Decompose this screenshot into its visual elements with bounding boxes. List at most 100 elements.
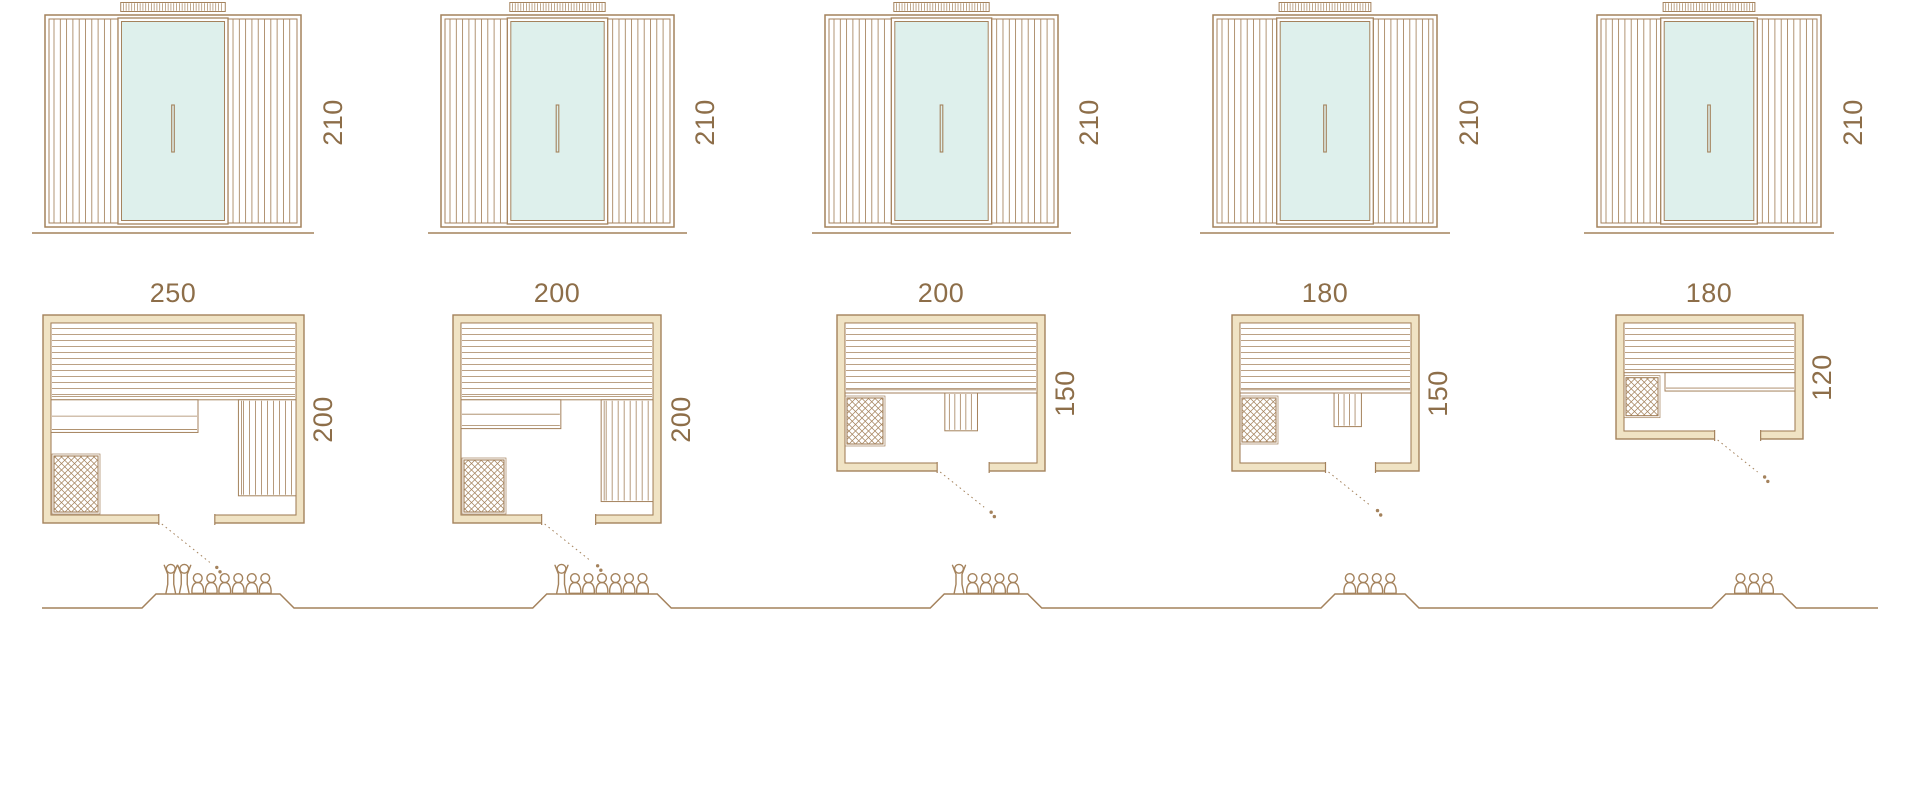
elevation-row: 210 xyxy=(427,2,725,242)
elevation-height-value: 210 xyxy=(690,98,720,146)
elevation-row: 210 xyxy=(811,2,1109,242)
person-seated-icon xyxy=(1370,572,1384,594)
elevation-height-label: 210 xyxy=(1071,99,1109,146)
door-handle xyxy=(939,104,943,153)
elevation-row: 210 xyxy=(32,2,352,242)
plan-row: 200 150 xyxy=(836,278,1084,534)
ground-line xyxy=(42,593,1878,609)
door-opening xyxy=(157,513,215,526)
capacity-group xyxy=(1733,572,1775,594)
person-seated-icon xyxy=(992,572,1007,594)
left-slat-panel xyxy=(1605,19,1657,223)
plan-width-label: 180 xyxy=(1301,278,1349,308)
sauna-model-column-2: 210 200 200 xyxy=(384,0,768,586)
heater xyxy=(1623,375,1660,419)
roof-vent-strip xyxy=(120,2,226,12)
elevation-row: 210 xyxy=(1200,2,1488,242)
main-bench xyxy=(1623,322,1795,374)
roof-vent-strip xyxy=(508,2,606,12)
door-opening xyxy=(1713,429,1761,442)
bench-shelf xyxy=(1664,372,1795,392)
step-bench xyxy=(944,392,978,432)
person-seated-icon xyxy=(231,572,245,594)
heater xyxy=(1239,395,1278,445)
plan-drawing xyxy=(836,314,1046,519)
plan-depth-label: 200 xyxy=(662,314,700,524)
capacity-group xyxy=(951,563,1020,594)
door-handle xyxy=(1707,104,1711,153)
sauna-model-column-3: 210 200 150 xyxy=(768,0,1152,586)
door-opening xyxy=(936,461,990,474)
person-standing-icon xyxy=(951,563,967,594)
door-swing xyxy=(1327,471,1382,517)
plan-depth-value: 200 xyxy=(308,395,338,443)
person-seated-icon xyxy=(218,572,232,594)
lower-bench xyxy=(460,399,562,430)
plan-block: 180 xyxy=(1230,278,1420,534)
roof-vent-strip xyxy=(1278,2,1372,12)
person-seated-icon xyxy=(1356,572,1370,594)
right-slat-panel xyxy=(1377,19,1430,223)
main-bench xyxy=(50,322,296,401)
elevation-height-label: 210 xyxy=(687,99,725,146)
heater xyxy=(461,457,507,515)
door-handle xyxy=(1323,104,1327,153)
elevation-drawing xyxy=(1584,2,1834,234)
door-swing xyxy=(160,523,222,574)
plan-width-label: 200 xyxy=(533,278,581,308)
capacity-group xyxy=(163,563,272,594)
elevation-height-label: 210 xyxy=(1834,99,1872,146)
person-seated-icon xyxy=(608,572,623,594)
elevation-drawing xyxy=(427,2,687,234)
capacity-group xyxy=(554,563,650,594)
right-slat-panel xyxy=(611,19,664,223)
person-seated-icon xyxy=(979,572,993,594)
door-opening xyxy=(1324,461,1376,474)
left-slat-panel xyxy=(449,19,501,223)
side-bench xyxy=(600,399,654,503)
person-seated-icon xyxy=(1733,572,1748,594)
elevation-height-label: 210 xyxy=(314,99,352,146)
elevation-row: 210 xyxy=(1584,2,1872,242)
person-seated-icon xyxy=(245,572,259,594)
heater xyxy=(51,453,100,515)
lower-bench xyxy=(50,399,198,433)
glass-door xyxy=(1660,17,1758,225)
step-bench xyxy=(1333,392,1362,428)
plan-depth-value: 120 xyxy=(1807,353,1837,401)
plan-depth-value: 150 xyxy=(1423,369,1453,417)
capacity-group xyxy=(1343,572,1397,594)
person-seated-icon xyxy=(204,572,218,594)
elevation-height-value: 210 xyxy=(1837,98,1868,146)
plan-drawing xyxy=(1230,314,1420,517)
main-bench xyxy=(844,322,1038,394)
right-slat-panel xyxy=(995,19,1048,223)
plan-width-label: 250 xyxy=(149,278,197,308)
heater xyxy=(844,395,886,447)
plan-drawing xyxy=(41,314,305,574)
roof-vent-strip xyxy=(892,2,990,12)
left-slat-panel xyxy=(1221,19,1273,223)
plan-depth-label: 150 xyxy=(1420,314,1458,472)
person-seated-icon xyxy=(622,572,636,594)
glass-door xyxy=(117,17,229,225)
elevation-height-value: 210 xyxy=(1074,98,1104,146)
left-slat-panel xyxy=(833,19,885,223)
plan-row: 200 200 xyxy=(452,278,700,586)
person-seated-icon xyxy=(965,572,980,594)
main-bench xyxy=(460,322,654,401)
model-columns: 210 250 200 210 200 200 xyxy=(32,0,1920,586)
plan-row: 180 120 xyxy=(1614,278,1842,502)
glass-door xyxy=(506,17,608,225)
person-standing-icon xyxy=(177,563,192,594)
person-seated-icon xyxy=(1383,572,1397,594)
elevation-height-value: 210 xyxy=(317,98,348,146)
plan-block: 200 xyxy=(452,278,662,586)
sauna-model-column-5: 210 180 120 xyxy=(1536,0,1920,586)
person-seated-icon xyxy=(1760,572,1775,594)
person-seated-icon xyxy=(635,572,650,594)
right-slat-panel xyxy=(1761,19,1814,223)
plan-drawing xyxy=(1614,314,1804,484)
person-seated-icon xyxy=(1006,572,1020,594)
